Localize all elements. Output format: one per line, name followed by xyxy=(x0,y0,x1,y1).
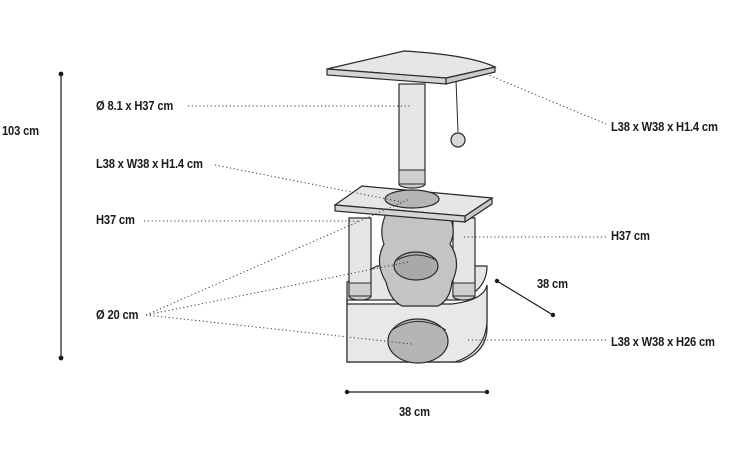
upper-post-dimension-label: Ø 8.1 x H37 cm xyxy=(96,98,174,113)
tunnel-hole xyxy=(393,251,439,281)
lower-post-height-label-left: H37 cm xyxy=(96,212,135,227)
top-platform-dimension-label: L38 x W38 x H1.4 cm xyxy=(611,119,718,134)
depth-dimension xyxy=(494,278,556,318)
hanging-ball-toy xyxy=(450,79,466,148)
base-entrance-hole xyxy=(387,318,449,364)
width-dimension xyxy=(344,389,490,395)
total-height-dimension xyxy=(58,71,64,361)
base-house-dimension-label: L38 x W38 x H26 cm xyxy=(611,334,715,349)
lower-post-height-label-right: H37 cm xyxy=(611,228,650,243)
middle-platform-dimension-label: L38 x W38 x H1.4 cm xyxy=(96,156,203,171)
total-height-label: 103 cm xyxy=(2,123,39,138)
leader-lines xyxy=(144,73,607,345)
lower-posts xyxy=(348,217,476,301)
tunnel xyxy=(378,209,458,307)
upper-post xyxy=(398,83,426,189)
depth-label: 38 cm xyxy=(537,276,568,291)
platform-hole xyxy=(384,189,440,209)
width-label: 38 cm xyxy=(399,404,430,419)
top-platform xyxy=(326,50,497,85)
tunnel-diameter-label: Ø 20 cm xyxy=(96,307,139,322)
middle-platform xyxy=(333,185,494,224)
